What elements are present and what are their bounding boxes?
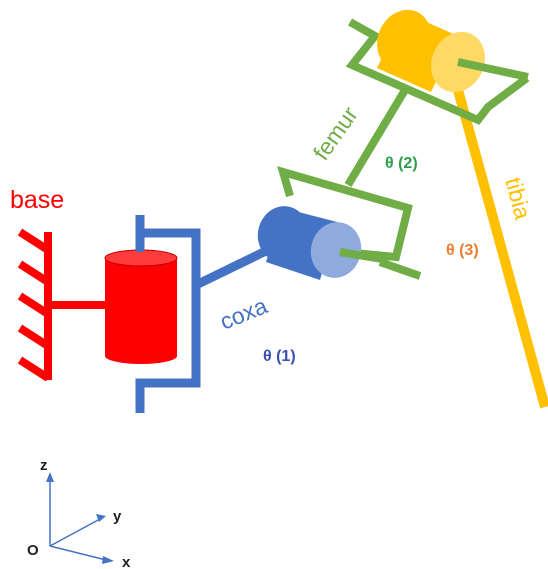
base-hatch-5 <box>17 356 51 382</box>
joint3-cylinder <box>377 9 485 93</box>
joint2-cylinder <box>257 206 362 280</box>
base-hatch-2 <box>17 260 51 286</box>
joint1-cylinder <box>104 249 178 364</box>
joint2-shaft <box>339 248 389 264</box>
coxa-bar <box>194 245 270 290</box>
axis-label-origin: O <box>27 542 39 559</box>
joint3-shaft <box>457 58 529 81</box>
axis-label-z: z <box>40 457 48 474</box>
label-coxa: coxa <box>216 292 271 334</box>
label-tibia: tibia <box>500 175 536 223</box>
label-base: base <box>10 186 64 214</box>
y-axis <box>49 518 101 547</box>
axis-label-y: y <box>113 508 122 525</box>
femur-bar <box>344 87 409 188</box>
tibia-rod <box>453 88 548 409</box>
axis-label-x: x <box>122 554 131 569</box>
label-theta3: θ (3) <box>446 242 479 259</box>
femur-upper-bracket <box>345 18 530 125</box>
femur-lower-bracket-tail <box>378 258 422 280</box>
x-arrow <box>102 556 114 564</box>
label-theta1: θ (1) <box>263 348 296 365</box>
label-theta2: θ (2) <box>385 155 418 172</box>
z-arrow <box>46 472 54 482</box>
base-hatch-3 <box>17 292 51 318</box>
y-arrow <box>96 514 106 522</box>
base-link <box>17 228 106 382</box>
tibia-link <box>453 88 548 409</box>
label-femur: femur <box>308 102 363 165</box>
base-hatch-1 <box>17 228 51 254</box>
base-hatch-4 <box>17 324 51 350</box>
x-axis <box>49 545 107 561</box>
coordinate-axes <box>46 472 114 564</box>
